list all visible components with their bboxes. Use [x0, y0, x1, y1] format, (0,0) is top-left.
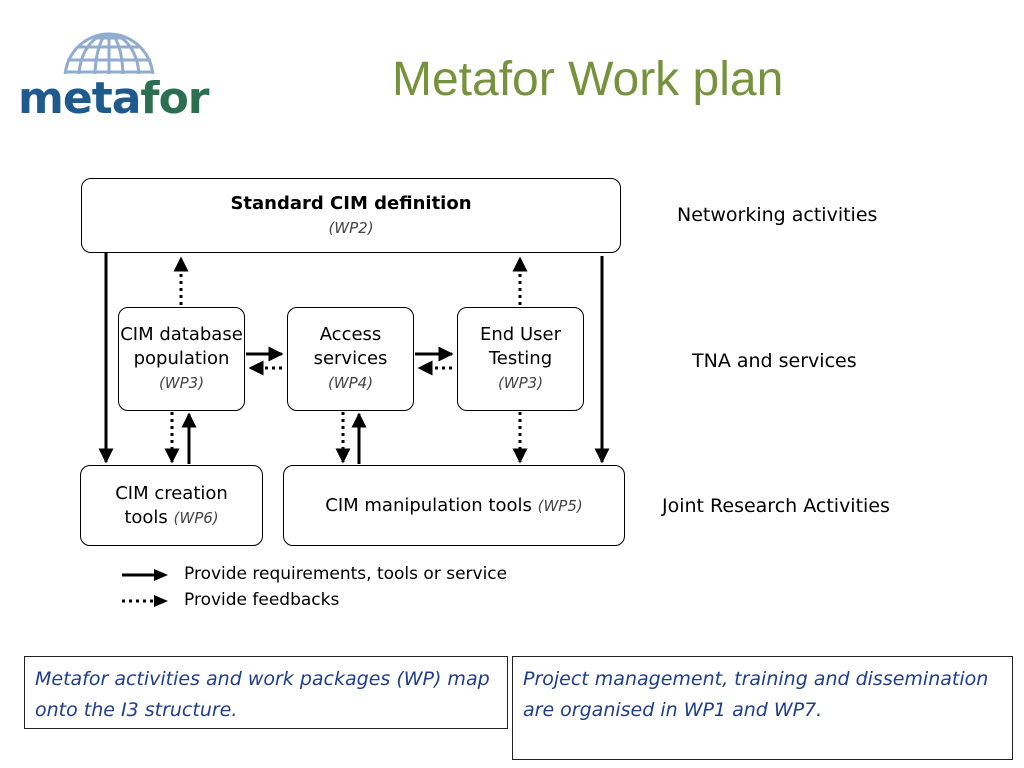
- access-services-line1: Access: [319, 324, 382, 345]
- end-user-wp: (WP3): [497, 374, 544, 392]
- access-services-line2: services: [313, 348, 388, 369]
- standard-cim-wp: (WP2): [328, 218, 374, 237]
- cim-creation-wp: (WP6): [173, 508, 219, 527]
- logo-text-meta: meta: [18, 73, 141, 124]
- globe-icon: [63, 32, 155, 74]
- legend-solid-arrow-icon: [122, 569, 168, 581]
- cim-manipulation-tools-box: CIM manipulation tools (WP5): [283, 465, 625, 546]
- page-title: Metafor Work plan: [392, 53, 784, 106]
- standard-cim-box: Standard CIM definition (WP2): [81, 178, 621, 253]
- cim-creation-line2: tools: [124, 506, 168, 528]
- end-user-testing-box: End User Testing (WP3): [457, 307, 584, 411]
- note-left-text: Metafor activities and work packages (WP…: [35, 668, 490, 721]
- logo-wordmark: metafor: [18, 73, 210, 124]
- cim-database-line2: population: [133, 348, 230, 369]
- layer-label-tna: TNA and services: [692, 350, 857, 372]
- legend-solid-label: Provide requirements, tools or service: [184, 564, 508, 584]
- cim-creation-line1: CIM creation: [115, 482, 228, 504]
- end-user-line1: End User: [480, 324, 561, 345]
- note-left: Metafor activities and work packages (WP…: [24, 656, 508, 729]
- access-services-box: Access services (WP4): [287, 307, 414, 411]
- logo-text-for: for: [140, 73, 209, 124]
- cim-database-line1: CIM database: [120, 324, 243, 345]
- end-user-line2: Testing: [488, 348, 553, 369]
- cim-database-wp: (WP3): [158, 374, 205, 392]
- access-services-wp: (WP4): [327, 374, 374, 392]
- cim-manipulation-label: CIM manipulation tools: [325, 494, 532, 516]
- metafor-logo: metafor: [14, 30, 214, 130]
- standard-cim-title: Standard CIM definition: [230, 192, 472, 214]
- legend-dotted-arrow-icon: [122, 595, 168, 607]
- layer-label-jra: Joint Research Activities: [662, 495, 890, 517]
- cim-creation-tools-box: CIM creation tools (WP6): [80, 465, 263, 546]
- note-right-text: Project management, training and dissemi…: [523, 668, 989, 721]
- cim-manipulation-wp: (WP5): [537, 496, 583, 515]
- note-right: Project management, training and dissemi…: [512, 656, 1013, 760]
- legend-dotted-label: Provide feedbacks: [184, 590, 340, 610]
- cim-database-box: CIM database population (WP3): [118, 307, 245, 411]
- layer-label-networking: Networking activities: [677, 204, 878, 226]
